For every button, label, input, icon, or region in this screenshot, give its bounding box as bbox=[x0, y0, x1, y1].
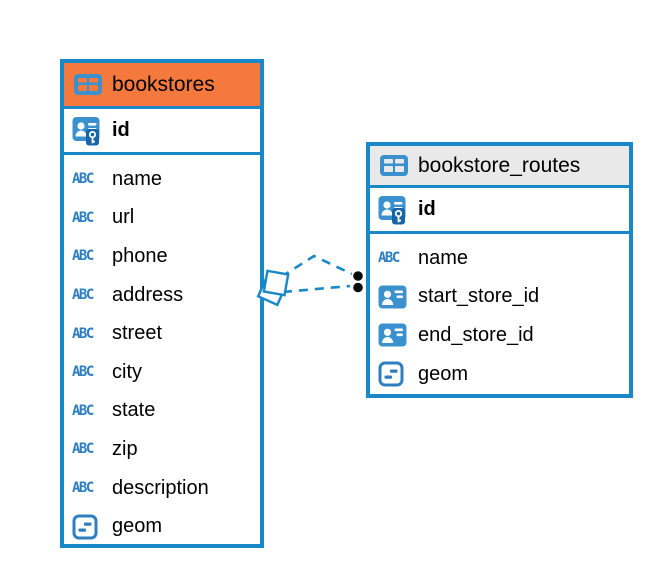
column-row[interactable]: ABC state bbox=[64, 392, 260, 431]
table-icon bbox=[73, 73, 104, 96]
person-reference-icon bbox=[378, 323, 409, 347]
text-type-icon: ABC bbox=[72, 325, 94, 342]
table-name: bookstore_routes bbox=[418, 153, 581, 177]
text-type-icon: ABC bbox=[72, 441, 94, 458]
geometry-type-icon bbox=[378, 361, 409, 387]
person-reference-icon bbox=[378, 285, 409, 309]
table-name: bookstores bbox=[112, 72, 215, 96]
text-type-icon: ABC bbox=[72, 402, 94, 419]
column-name: street bbox=[112, 322, 163, 345]
column-row[interactable]: start_store_id bbox=[370, 278, 629, 317]
relationship-diamond-marker[interactable] bbox=[256, 269, 290, 307]
column-name: start_store_id bbox=[418, 285, 540, 308]
column-row[interactable]: ABC name bbox=[370, 239, 629, 278]
relationship-line-end-store[interactable] bbox=[280, 254, 353, 279]
column-name: address bbox=[112, 283, 184, 306]
column-row[interactable]: geom bbox=[370, 355, 629, 394]
column-name: geom bbox=[112, 515, 163, 538]
table-bookstore-routes[interactable]: bookstore_routes id ABC bbox=[366, 142, 633, 398]
column-name: phone bbox=[112, 244, 168, 267]
column-row[interactable]: ABC street bbox=[64, 314, 260, 353]
column-list: ABC name start_store_id bbox=[370, 234, 629, 396]
column-row[interactable]: ABC zip bbox=[64, 430, 260, 469]
column-name: id bbox=[418, 198, 436, 220]
column-name: description bbox=[112, 476, 209, 499]
column-row[interactable]: ABC name bbox=[64, 160, 260, 199]
column-name: name bbox=[112, 167, 163, 190]
column-name: zip bbox=[112, 437, 138, 460]
text-type-icon: ABC bbox=[72, 480, 94, 497]
text-type-icon: ABC bbox=[72, 364, 94, 381]
table-header-bookstores[interactable]: bookstores bbox=[64, 63, 260, 109]
column-name: city bbox=[112, 360, 142, 383]
column-name: end_store_id bbox=[418, 323, 534, 346]
text-type-icon: ABC bbox=[72, 248, 94, 265]
text-type-icon: ABC bbox=[72, 171, 94, 188]
relationship-endpoint-dot[interactable] bbox=[351, 281, 365, 294]
column-row-id[interactable]: id bbox=[370, 188, 629, 234]
column-row[interactable]: end_store_id bbox=[370, 316, 629, 355]
column-row[interactable]: ABC url bbox=[64, 199, 260, 238]
person-key-icon bbox=[72, 115, 103, 146]
table-bookstores[interactable]: bookstores id ABC bbox=[60, 59, 264, 548]
column-name: id bbox=[112, 119, 130, 141]
text-type-icon: ABC bbox=[378, 250, 400, 267]
text-type-icon: ABC bbox=[72, 287, 94, 304]
table-icon bbox=[379, 154, 410, 177]
table-header-bookstore-routes[interactable]: bookstore_routes bbox=[370, 146, 629, 188]
column-row[interactable]: geom bbox=[64, 507, 260, 546]
column-row[interactable]: ABC city bbox=[64, 353, 260, 392]
relationship-endpoint-dot[interactable] bbox=[351, 269, 365, 283]
person-key-icon bbox=[378, 194, 409, 225]
relationship-line-start-store[interactable] bbox=[282, 284, 351, 294]
column-row-id[interactable]: id bbox=[64, 109, 260, 155]
column-name: state bbox=[112, 399, 156, 422]
geometry-type-icon bbox=[72, 514, 103, 540]
column-row[interactable]: ABC description bbox=[64, 469, 260, 508]
column-list: ABC name ABC url ABC phone ABC address A… bbox=[64, 155, 260, 549]
column-name: name bbox=[418, 246, 469, 269]
column-row[interactable]: ABC phone bbox=[64, 237, 260, 276]
text-type-icon: ABC bbox=[72, 209, 94, 226]
column-row[interactable]: ABC address bbox=[64, 276, 260, 315]
column-name: geom bbox=[418, 362, 469, 385]
column-name: url bbox=[112, 206, 135, 229]
